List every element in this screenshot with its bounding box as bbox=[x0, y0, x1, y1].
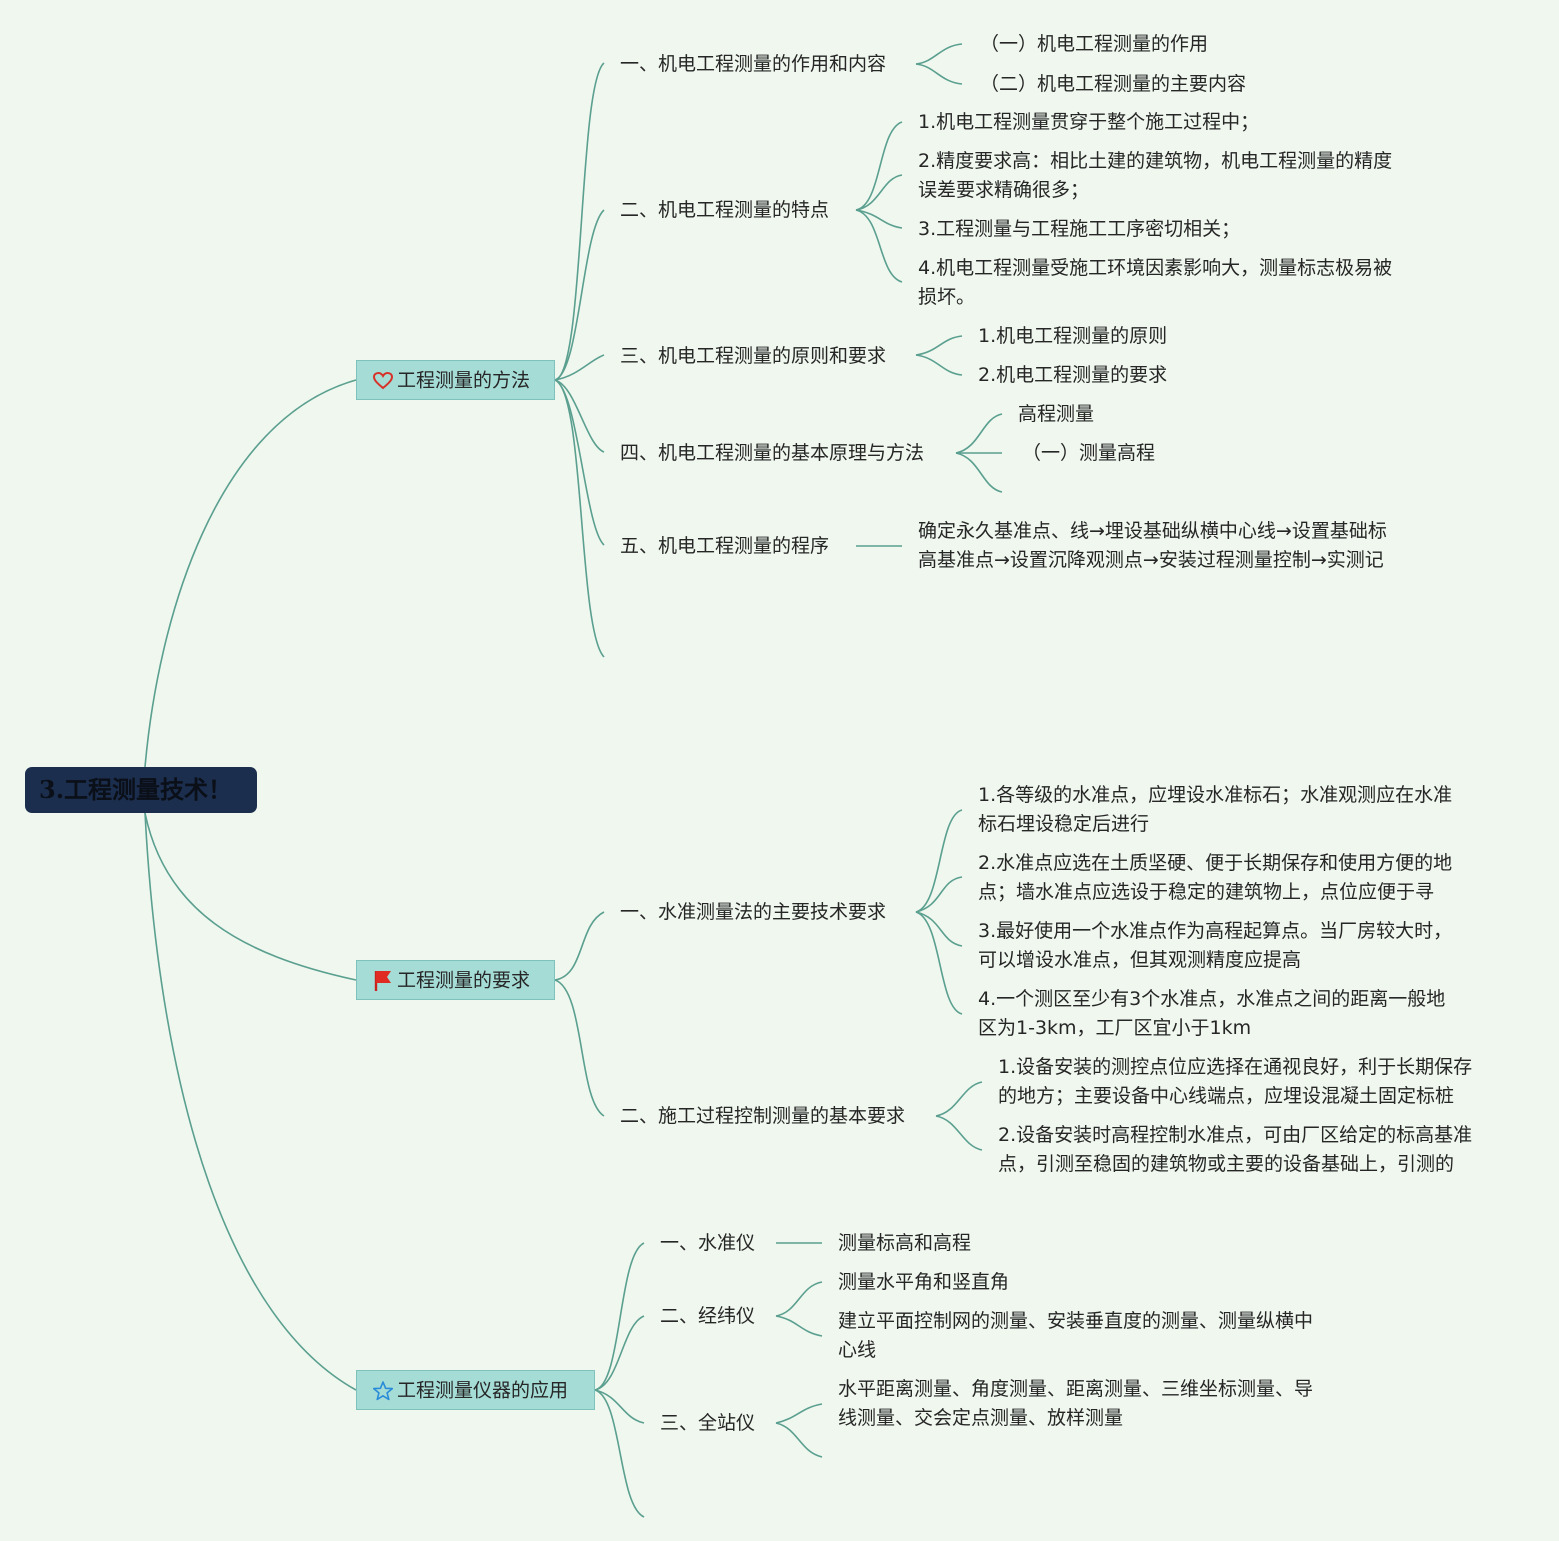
leaf-elevation-survey[interactable]: 高程测量 bbox=[1018, 403, 1095, 425]
leaf-characteristic-4[interactable]: 4.机电工程测量受施工环境因素影响大，测量标志极易被 损坏。 bbox=[918, 254, 1392, 312]
leaf-leveling-1[interactable]: 1.各等级的水准点，应埋设水准标石；水准观测应在水准 标石埋设稳定后进行 bbox=[978, 781, 1452, 839]
topic-total-station[interactable]: 三、全站仪 bbox=[660, 1412, 756, 1434]
leaf-level-use[interactable]: 测量标高和高程 bbox=[838, 1232, 972, 1254]
leaf-principle[interactable]: 1.机电工程测量的原则 bbox=[978, 325, 1168, 347]
leaf-line: 点；墙水准点应选设于稳定的建筑物上，点位应便于寻 bbox=[978, 881, 1435, 903]
leaf-line: 的地方；主要设备中心线端点，应埋设混凝土固定标桩 bbox=[998, 1085, 1455, 1107]
leaf-role[interactable]: （一）机电工程测量的作用 bbox=[980, 33, 1209, 55]
category-label: 工程测量的要求 bbox=[397, 969, 531, 992]
topic-level-instrument[interactable]: 一、水准仪 bbox=[660, 1232, 756, 1254]
leaf-line: 心线 bbox=[838, 1339, 877, 1361]
leaf-line: 2.设备安装时高程控制水准点，可由厂区给定的标高基准 bbox=[998, 1124, 1473, 1146]
topic-characteristics[interactable]: 二、机电工程测量的特点 bbox=[620, 199, 830, 221]
leaf-characteristic-1[interactable]: 1.机电工程测量贯穿于整个施工过程中； bbox=[918, 111, 1260, 133]
flag-icon bbox=[373, 970, 397, 992]
leaf-line: 误差要求精确很多； bbox=[918, 179, 1090, 201]
category-node-methods[interactable]: 工程测量的方法 bbox=[356, 360, 555, 400]
leaf-line: 高基准点→设置沉降观测点→安装过程测量控制→实测记 bbox=[918, 549, 1384, 571]
leaf-control-1[interactable]: 1.设备安装的测控点位应选择在通视良好，利于长期保存 的地方；主要设备中心线端点… bbox=[998, 1053, 1472, 1111]
topic-procedure[interactable]: 五、机电工程测量的程序 bbox=[620, 535, 830, 557]
root-node[interactable]: 3.工程测量技术！ bbox=[25, 767, 257, 813]
topic-leveling-requirements[interactable]: 一、水准测量法的主要技术要求 bbox=[620, 901, 887, 923]
topic-basic-principles-and-methods[interactable]: 四、机电工程测量的基本原理与方法 bbox=[620, 442, 925, 464]
leaf-characteristic-2[interactable]: 2.精度要求高：相比土建的建筑物，机电工程测量的精度 误差要求精确很多； bbox=[918, 147, 1392, 205]
leaf-procedure-steps[interactable]: 确定永久基准点、线→埋设基础纵横中心线→设置基础标 高基准点→设置沉降观测点→安… bbox=[918, 517, 1387, 575]
category-node-requirements[interactable]: 工程测量的要求 bbox=[356, 960, 555, 1000]
leaf-line: 水平距离测量、角度测量、距离测量、三维坐标测量、导 bbox=[838, 1378, 1314, 1400]
leaf-total-station-uses[interactable]: 水平距离测量、角度测量、距离测量、三维坐标测量、导 线测量、交会定点测量、放样测… bbox=[838, 1375, 1313, 1433]
leaf-line: 2.精度要求高：相比土建的建筑物，机电工程测量的精度 bbox=[918, 150, 1393, 172]
leaf-theodolite-control[interactable]: 建立平面控制网的测量、安装垂直度的测量、测量纵横中 心线 bbox=[838, 1307, 1313, 1365]
leaf-line: 2.水准点应选在土质坚硬、便于长期保存和使用方便的地 bbox=[978, 852, 1453, 874]
leaf-leveling-4[interactable]: 4.一个测区至少有3个水准点，水准点之间的距离一般地 区为1-3km，工厂区宜小… bbox=[978, 985, 1445, 1043]
topic-construction-control[interactable]: 二、施工过程控制测量的基本要求 bbox=[620, 1105, 906, 1127]
category-node-instruments[interactable]: 工程测量仪器的应用 bbox=[356, 1370, 595, 1410]
leaf-leveling-3[interactable]: 3.最好使用一个水准点作为高程起算点。当厂房较大时， 可以增设水准点，但其观测精… bbox=[978, 917, 1452, 975]
star-icon bbox=[373, 1380, 397, 1401]
leaf-requirement[interactable]: 2.机电工程测量的要求 bbox=[978, 364, 1168, 386]
leaf-line: 损坏。 bbox=[918, 286, 976, 308]
topic-principles-and-requirements[interactable]: 三、机电工程测量的原则和要求 bbox=[620, 345, 887, 367]
leaf-control-2[interactable]: 2.设备安装时高程控制水准点，可由厂区给定的标高基准 点，引测至稳固的建筑物或主… bbox=[998, 1121, 1472, 1179]
leaf-leveling-2[interactable]: 2.水准点应选在土质坚硬、便于长期保存和使用方便的地 点；墙水准点应选设于稳定的… bbox=[978, 849, 1452, 907]
leaf-line: 4.机电工程测量受施工环境因素影响大，测量标志极易被 bbox=[918, 257, 1393, 279]
category-label: 工程测量仪器的应用 bbox=[397, 1379, 569, 1402]
topic-role-and-content[interactable]: 一、机电工程测量的作用和内容 bbox=[620, 53, 887, 75]
leaf-line: 1.设备安装的测控点位应选择在通视良好，利于长期保存 bbox=[998, 1056, 1473, 1078]
leaf-characteristic-3[interactable]: 3.工程测量与工程施工工序密切相关； bbox=[918, 218, 1241, 240]
heart-icon bbox=[373, 371, 397, 390]
leaf-line: 1.各等级的水准点，应埋设水准标石；水准观测应在水准 bbox=[978, 784, 1453, 806]
leaf-line: 4.一个测区至少有3个水准点，水准点之间的距离一般地 bbox=[978, 988, 1446, 1010]
leaf-theodolite-angles[interactable]: 测量水平角和竖直角 bbox=[838, 1271, 1010, 1293]
topic-theodolite[interactable]: 二、经纬仪 bbox=[660, 1305, 756, 1327]
category-label: 工程测量的方法 bbox=[397, 369, 531, 392]
leaf-line: 3.最好使用一个水准点作为高程起算点。当厂房较大时， bbox=[978, 920, 1453, 942]
leaf-line: 建立平面控制网的测量、安装垂直度的测量、测量纵横中 bbox=[838, 1310, 1314, 1332]
leaf-line: 标石埋设稳定后进行 bbox=[978, 813, 1150, 835]
leaf-line: 线测量、交会定点测量、放样测量 bbox=[838, 1407, 1124, 1429]
leaf-line: 区为1-3km，工厂区宜小于1km bbox=[978, 1017, 1252, 1039]
leaf-line: 可以增设水准点，但其观测精度应提高 bbox=[978, 949, 1302, 971]
leaf-main-content[interactable]: （二）机电工程测量的主要内容 bbox=[980, 73, 1247, 95]
leaf-measure-elevation[interactable]: （一）测量高程 bbox=[1022, 442, 1156, 464]
leaf-line: 确定永久基准点、线→埋设基础纵横中心线→设置基础标 bbox=[918, 520, 1387, 542]
leaf-line: 点，引测至稳固的建筑物或主要的设备基础上，引测的 bbox=[998, 1153, 1455, 1175]
